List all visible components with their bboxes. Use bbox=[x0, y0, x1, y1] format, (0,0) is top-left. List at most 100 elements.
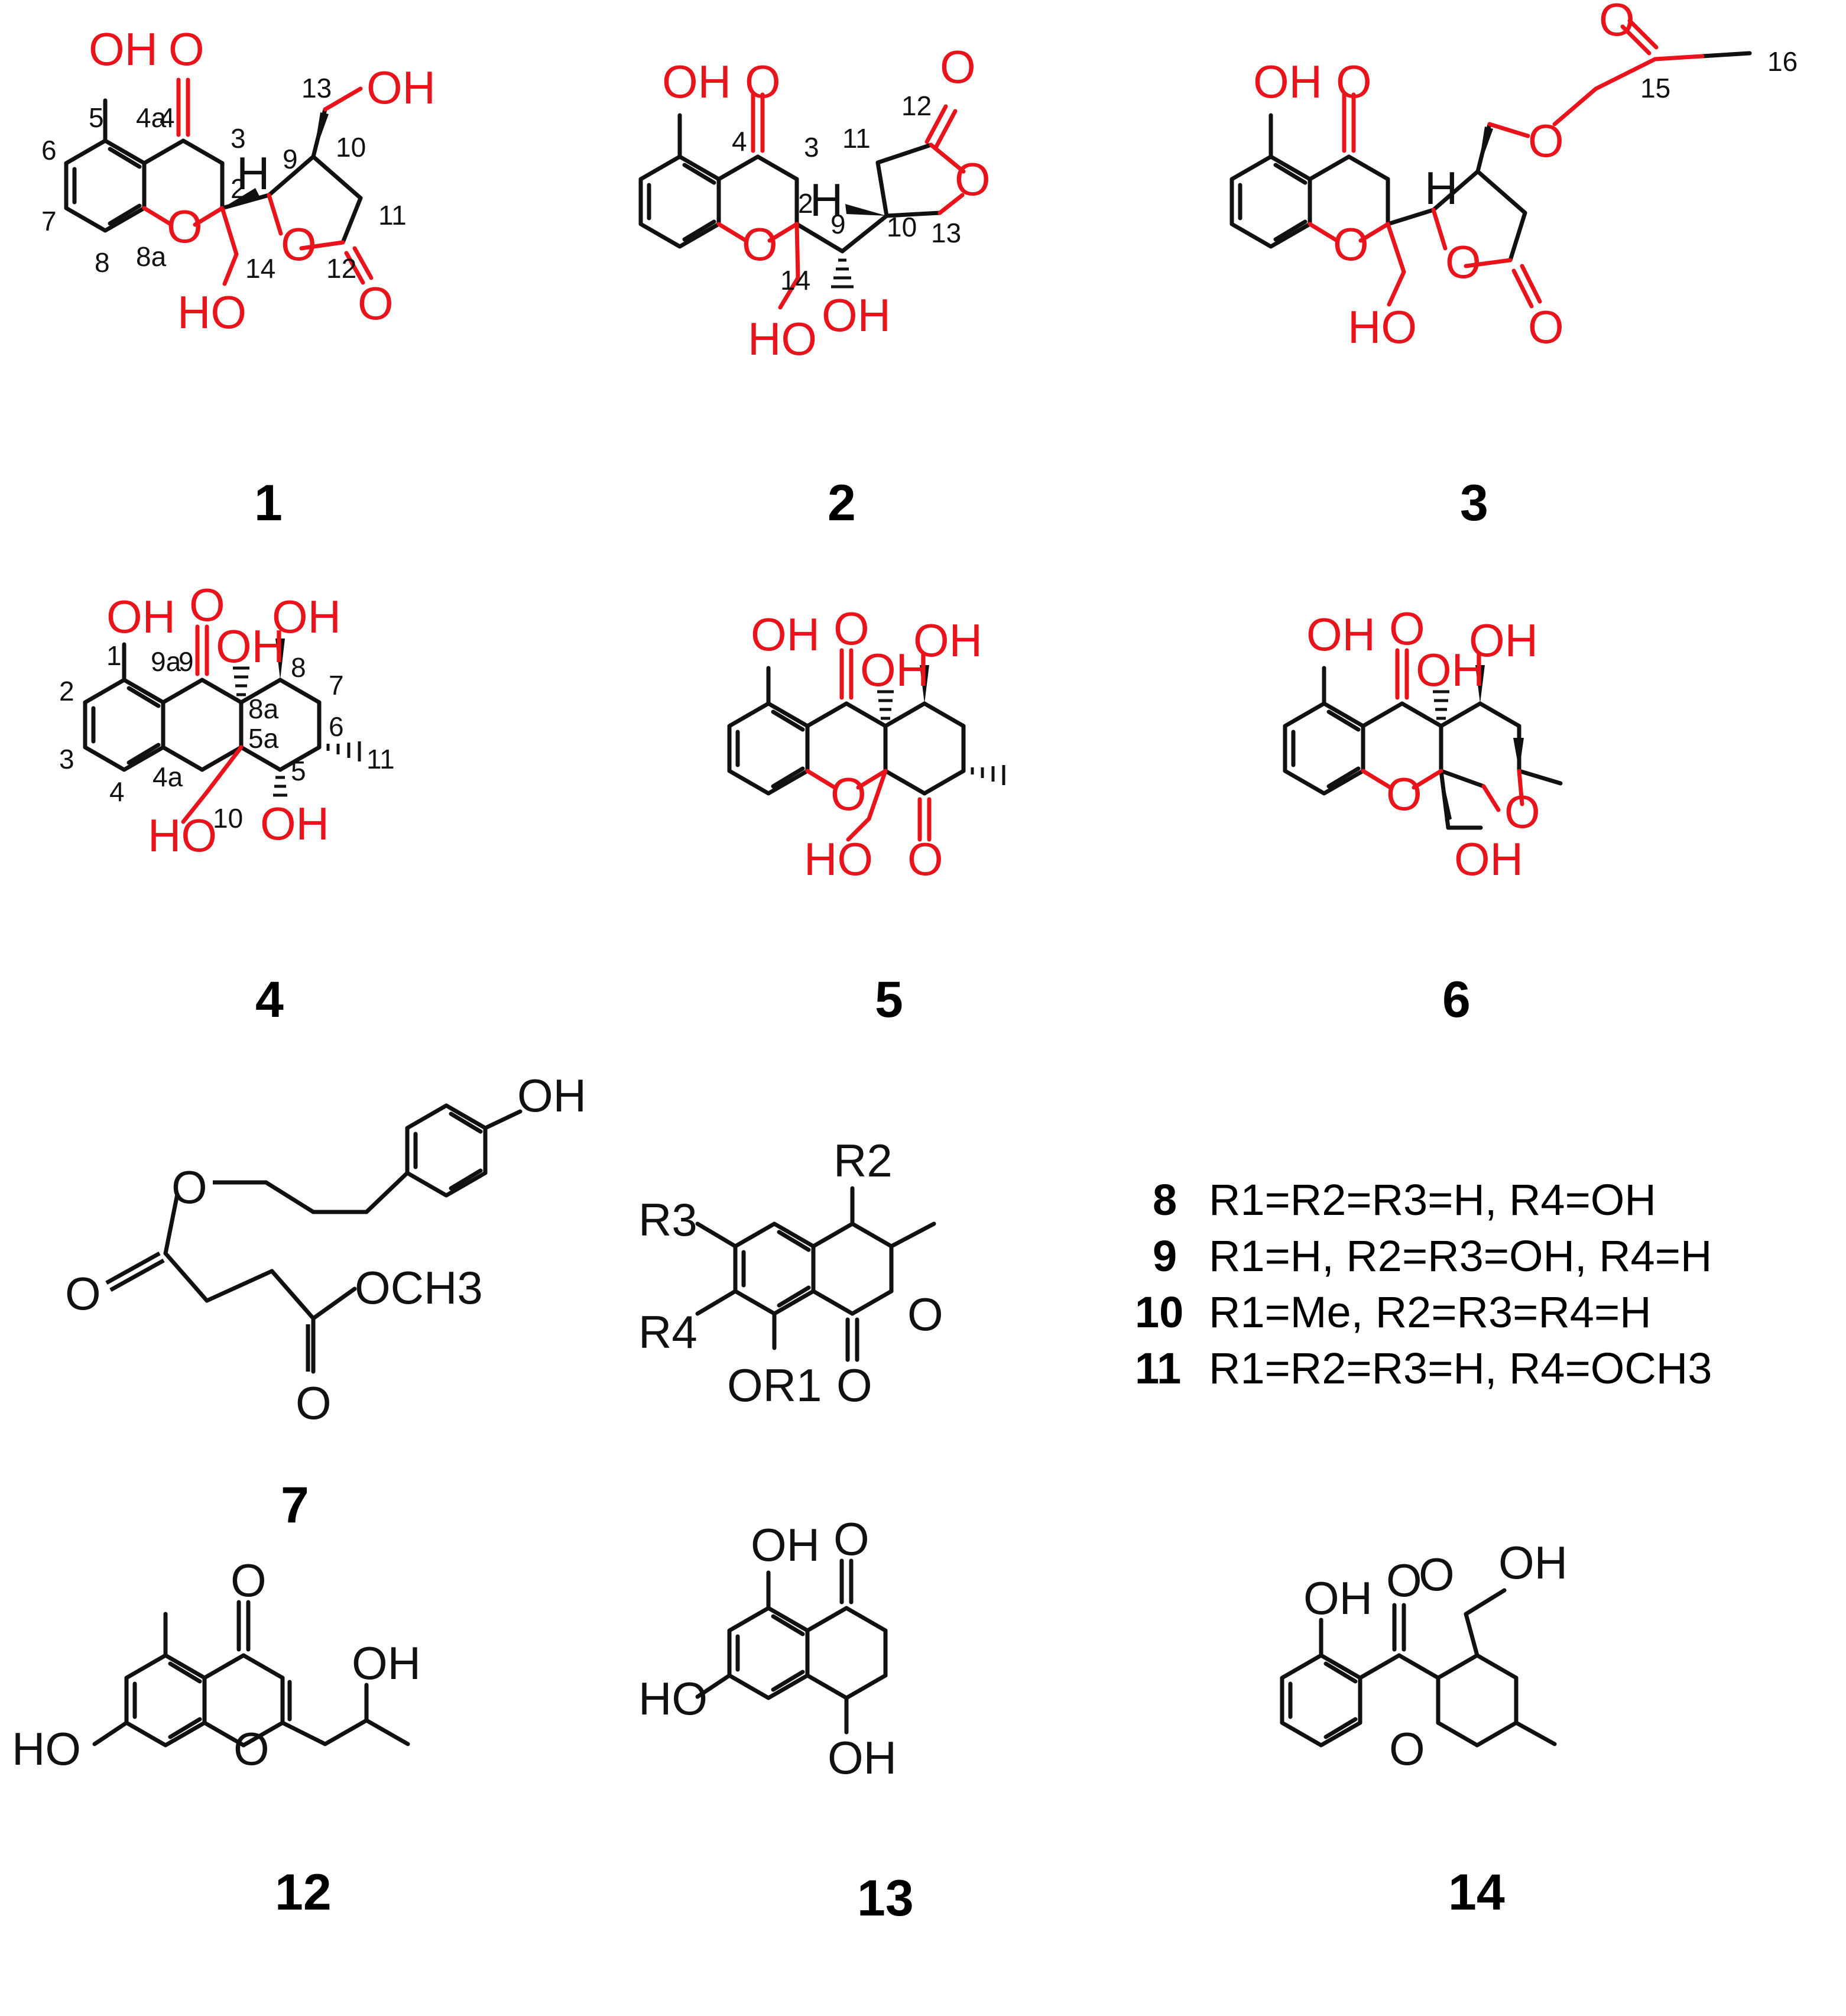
c4-atom-hydroxyl-8a: OH bbox=[216, 620, 285, 672]
compound-id-2: 2 bbox=[828, 475, 856, 531]
c14-atom-hydroxyl-1: OH bbox=[1303, 1572, 1373, 1624]
legend-id-10: 10 bbox=[1135, 1288, 1183, 1337]
c5-atom-hydroxyl-10: HO bbox=[804, 833, 873, 885]
c7-atom-carbonyl-o-left: O bbox=[65, 1268, 101, 1320]
c4-locant: 2 bbox=[59, 676, 74, 706]
c4-locant: 8 bbox=[291, 652, 306, 683]
c1-locant: 4 bbox=[160, 102, 175, 133]
c6-atom-ring-o: O bbox=[1386, 768, 1422, 820]
c1-atom-hydroxyl: OH bbox=[89, 23, 158, 75]
c4-locant: 3 bbox=[59, 744, 74, 774]
c3-atom-ring-o: O bbox=[1333, 218, 1369, 270]
structure-compound-6: OH O OH OH O O OH 6 bbox=[1283, 602, 1563, 1028]
c1-locant: 8 bbox=[95, 247, 110, 278]
c1-locant: 6 bbox=[41, 135, 57, 166]
c1-locant: 11 bbox=[378, 200, 407, 231]
c4-locant: 9a bbox=[151, 646, 181, 677]
c6-atom-hydroxyl-1: OH bbox=[1306, 608, 1375, 660]
c1-atom-carbonyl-o-12: O bbox=[358, 277, 394, 329]
c1-atom-carbonyl-o: O bbox=[168, 23, 205, 75]
c1-locant: 8a bbox=[136, 241, 167, 272]
c4-locant: 9 bbox=[179, 646, 194, 677]
c1-atom-h: H bbox=[236, 147, 270, 199]
compound-id-4: 4 bbox=[255, 971, 284, 1028]
c4-atom-hydroxyl-10: HO bbox=[148, 809, 217, 861]
c2-atom-hydroxyl-14: HO bbox=[748, 313, 817, 365]
c4-locant: 4a bbox=[153, 761, 183, 792]
c4-atom-hydroxyl-8: OH bbox=[272, 591, 341, 643]
substituent-legend: 8 R1=R2=R3=H, R4=OH 9 R1=H, R2=R3=OH, R4… bbox=[1135, 1175, 1712, 1393]
c6-atom-hydroxyl-8a: OH bbox=[1416, 644, 1485, 696]
c1-atom-hydroxyl-13: OH bbox=[366, 61, 436, 114]
c14-atom-acid-oh: OH bbox=[1498, 1537, 1568, 1589]
c2-atom-hydroxyl-9: OH bbox=[822, 289, 891, 341]
legend-id-8: 8 bbox=[1153, 1175, 1177, 1224]
c3-locant: 15 bbox=[1640, 73, 1670, 103]
c2-locant: 12 bbox=[901, 90, 932, 121]
legend-text-9: R1=H, R2=R3=OH, R4=H bbox=[1209, 1231, 1712, 1281]
c6-atom-carbonyl-o: O bbox=[1389, 602, 1425, 654]
c8-atom-carbonyl-o: O bbox=[836, 1359, 872, 1411]
c3-atom-acetyl-o: O bbox=[1599, 0, 1635, 46]
c12-atom-ring-o: O bbox=[233, 1723, 270, 1775]
compound-id-5: 5 bbox=[875, 971, 903, 1028]
structure-compound-3: OH O O O O H O HO O 15 16 3 bbox=[1229, 0, 1798, 531]
c2-locant: 11 bbox=[842, 123, 871, 154]
c2-atom-hydroxyl: OH bbox=[662, 56, 731, 108]
c4-locant: 4 bbox=[109, 776, 125, 807]
c5-atom-ketone-o: O bbox=[907, 833, 943, 885]
c4-locant: 1 bbox=[106, 640, 122, 671]
c7-atom-carbonyl-o-right: O bbox=[296, 1377, 332, 1429]
c3-atom-ester-o: O bbox=[1528, 115, 1564, 167]
structure-compound-14: OH O OH O O 14 bbox=[1280, 1537, 1568, 1921]
c1-atom-ring-o: O bbox=[167, 200, 203, 252]
c5-atom-hydroxyl-8: OH bbox=[913, 614, 982, 666]
c1-locant: 4a bbox=[136, 102, 167, 133]
c1-atom-lactone-o: O bbox=[281, 218, 317, 270]
structure-compound-2: OH O O O H OH HO O 4 3 2 9 10 11 12 13 1… bbox=[638, 41, 991, 531]
c13-atom-carbonyl-o: O bbox=[833, 1513, 870, 1565]
c4-atom-hydroxyl-5: OH bbox=[260, 798, 329, 850]
legend-text-10: R1=Me, R2=R3=R4=H bbox=[1209, 1288, 1652, 1337]
c7-atom-phenol-oh: OH bbox=[517, 1069, 586, 1122]
c14-atom-acid-o: O bbox=[1419, 1548, 1455, 1600]
c4-locant: 7 bbox=[329, 670, 344, 701]
c3-atom-lactone-o: O bbox=[1445, 236, 1481, 288]
c2-locant: 4 bbox=[732, 126, 747, 157]
c3-atom-hydroxyl: OH bbox=[1253, 56, 1322, 108]
c14-atom-ring-o: O bbox=[1389, 1723, 1425, 1775]
c5-atom-hydroxyl-8a: OH bbox=[860, 644, 929, 696]
c12-atom-hydroxyl-7: HO bbox=[12, 1723, 81, 1775]
c5-atom-carbonyl-o: O bbox=[833, 602, 870, 654]
legend-id-9: 9 bbox=[1153, 1231, 1177, 1281]
c4-locant: 5a bbox=[248, 723, 279, 754]
compound-id-6: 6 bbox=[1442, 971, 1471, 1028]
c1-locant: 13 bbox=[301, 73, 332, 103]
compound-id-12: 12 bbox=[275, 1864, 332, 1921]
c1-locant: 14 bbox=[245, 253, 275, 284]
c2-atom-carbonyl-o-12: O bbox=[940, 41, 976, 93]
structure-compound-8-11: R2 R3 R4 O O OR1 bbox=[638, 1135, 943, 1411]
c2-locant: 10 bbox=[887, 212, 917, 242]
c3-atom-h: H bbox=[1425, 162, 1458, 214]
c1-locant: 2 bbox=[231, 173, 246, 204]
r3-label: R3 bbox=[638, 1194, 697, 1246]
c1-locant: 5 bbox=[89, 102, 104, 133]
compound-id-3: 3 bbox=[1460, 475, 1488, 531]
c8-atom-ring-o: O bbox=[907, 1288, 943, 1340]
compound-id-7: 7 bbox=[281, 1477, 309, 1534]
c2-atom-ring-o: O bbox=[742, 218, 778, 270]
structure-compound-13: OH O HO OH 13 bbox=[638, 1513, 914, 1927]
c1-locant: 3 bbox=[231, 123, 246, 154]
c3-locant: 16 bbox=[1767, 46, 1798, 77]
structure-compound-5: OH O OH OH O HO O 5 bbox=[727, 602, 1005, 1028]
c3-atom-carbonyl-o: O bbox=[1336, 56, 1372, 108]
c2-atom-lactone-o: O bbox=[955, 153, 991, 205]
c3-atom-carbonyl-o-lactone: O bbox=[1528, 301, 1564, 353]
c7-atom-methoxy: OCH3 bbox=[355, 1262, 483, 1314]
c4-locant: 5 bbox=[291, 756, 306, 786]
c2-locant: 3 bbox=[804, 132, 819, 163]
c13-atom-hydroxyl-4: OH bbox=[828, 1732, 897, 1784]
structure-compound-7: OH O O O OCH3 7 bbox=[65, 1069, 586, 1534]
c14-atom-carbonyl-o: O bbox=[1386, 1554, 1422, 1606]
